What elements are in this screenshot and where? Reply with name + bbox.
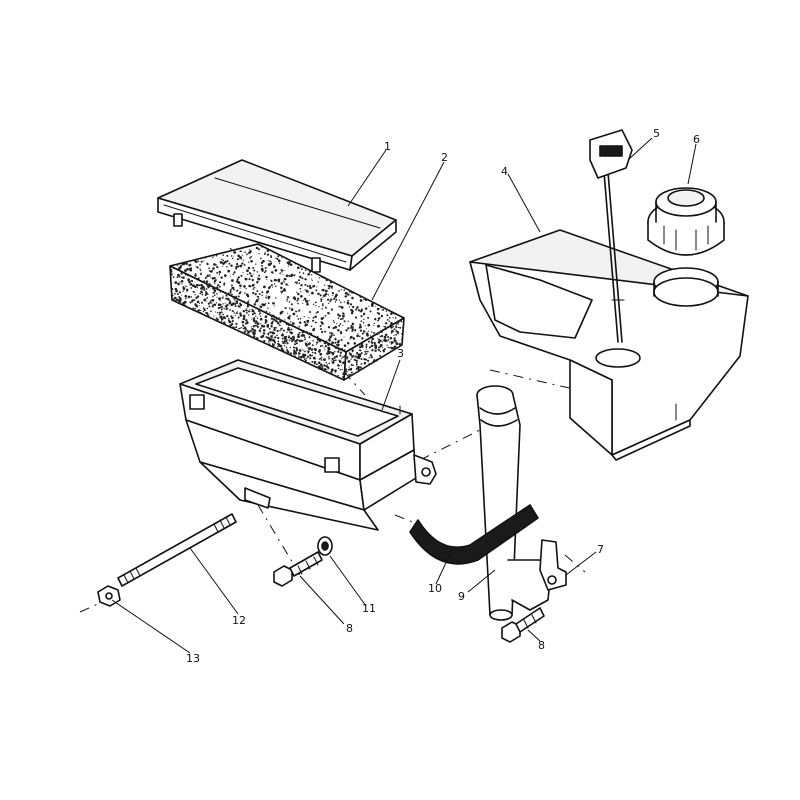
callout-5: 5 — [653, 127, 660, 140]
fuel-tank — [469, 229, 749, 461]
foam-filter-element — [169, 243, 405, 381]
callout-6: 6 — [693, 133, 700, 146]
breather-hose — [409, 504, 539, 565]
callout-labels: 1 2 3 4 5 6 7 8 9 10 11 8 12 13 — [186, 127, 700, 665]
callout-4: 4 — [501, 165, 508, 178]
callout-10: 10 — [428, 582, 442, 595]
callout-8-left: 8 — [346, 622, 353, 635]
air-cleaner-cover — [157, 159, 397, 273]
callout-7: 7 — [597, 543, 604, 556]
screw-right — [501, 607, 545, 643]
fuel-cap — [647, 187, 725, 256]
leader-lines — [111, 137, 697, 654]
washer — [317, 536, 333, 556]
callout-8-right: 8 — [538, 639, 545, 652]
callout-11: 11 — [362, 602, 376, 615]
long-bolt — [117, 513, 237, 587]
foam-texture — [169, 244, 404, 378]
callout-1: 1 — [384, 140, 391, 153]
air-cleaner-body — [179, 359, 437, 531]
callout-12: 12 — [232, 614, 246, 627]
mounting-bracket — [539, 539, 567, 591]
callout-2: 2 — [441, 151, 448, 164]
filler-tube — [476, 385, 551, 621]
screw-left — [273, 551, 323, 587]
callout-13: 13 — [186, 652, 200, 665]
callout-9: 9 — [458, 590, 465, 603]
callout-3: 3 — [397, 347, 404, 360]
hex-nut — [97, 585, 121, 607]
fuel-gauge — [589, 129, 633, 343]
